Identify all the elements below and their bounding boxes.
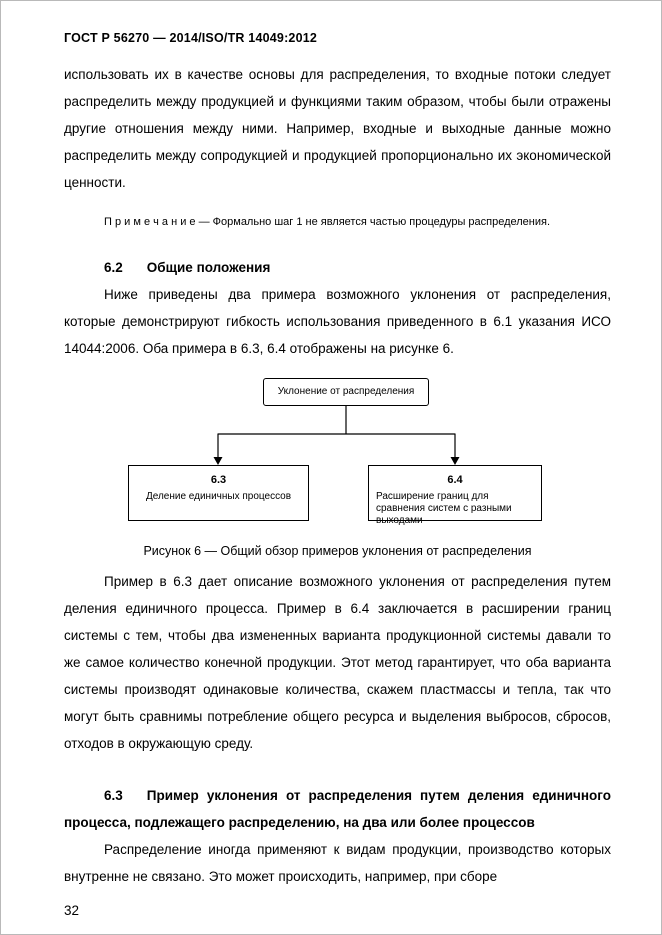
document-header: ГОСТ Р 56270 — 2014/ISO/TR 14049:2012	[64, 31, 318, 45]
diagram-root-label: Уклонение от распределения	[277, 386, 415, 397]
diagram-box-6-3: 6.3 Деление единичных процессов	[128, 465, 309, 521]
note-text: П р и м е ч а н и е — Формально шаг 1 не…	[104, 216, 551, 228]
diagram-connector-lines	[213, 406, 460, 465]
section-6-3-title: Пример уклонения от распределения путем …	[64, 788, 611, 830]
figure-caption: Рисунок 6 — Общий обзор примеров уклонен…	[143, 544, 532, 558]
diagram-box-6-4-number: 6.4	[447, 474, 463, 486]
diagram-box-6-3-label: Деление единичных процессов	[145, 491, 292, 502]
section-6-3-number: 6.3	[104, 788, 123, 803]
section-6-2-heading: 6.2 Общие положения	[64, 254, 611, 281]
arrow-down-left-icon	[213, 457, 223, 465]
paragraph-examples: Пример в 6.3 дает описание возможного ук…	[64, 574, 611, 751]
diagram-box-6-3-number: 6.3	[210, 474, 227, 486]
diagram-box-6-4: 6.4 Расширение границ для сравнения сист…	[368, 465, 542, 526]
paragraph-distribution: Распределение иногда применяют к видам п…	[64, 842, 611, 884]
paragraph-overview: Ниже приведены два примера возможного ук…	[64, 287, 611, 356]
section-6-2-title: Общие положения	[146, 260, 271, 275]
diagram-root-box: Уклонение от распределения	[263, 378, 429, 406]
figure-6-diagram: Уклонение от распределения 6.3 Деление е…	[64, 372, 613, 530]
diagram-box-6-4-label: Расширение границ для сравнения систем с…	[376, 491, 512, 526]
page-number: 32	[64, 903, 80, 918]
arrow-down-right-icon	[450, 457, 460, 465]
paragraph-continuation: использовать их в качестве основы для ра…	[64, 67, 611, 190]
section-6-2-number: 6.2	[104, 260, 123, 275]
